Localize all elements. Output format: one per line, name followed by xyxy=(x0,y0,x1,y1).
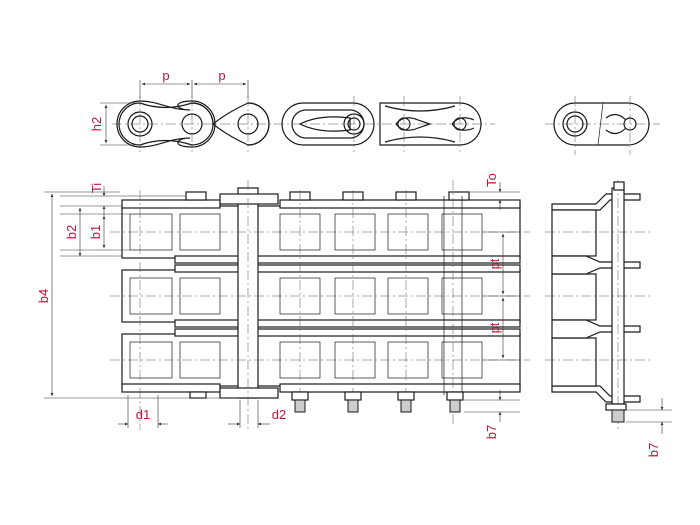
b4-label: b4 xyxy=(36,289,51,303)
pt-label-2: pt xyxy=(487,322,502,333)
b2-label: b2 xyxy=(64,225,79,239)
b7-label-side: b7 xyxy=(646,443,661,457)
ti-label: Ti xyxy=(89,183,104,193)
pt-label-1: pt xyxy=(487,258,502,269)
b1-label: b1 xyxy=(88,225,103,239)
b7-label-main: b7 xyxy=(484,425,499,439)
h2-label: h2 xyxy=(89,117,104,131)
d2-label: d2 xyxy=(272,407,286,422)
pitch-label-1: p xyxy=(162,68,169,83)
to-label: To xyxy=(484,173,499,187)
chain-end-view-top xyxy=(545,96,660,155)
d1-label: d1 xyxy=(136,407,150,422)
pitch-label-2: p xyxy=(218,68,225,83)
chain-end-view-triplex xyxy=(545,180,672,434)
chain-side-view xyxy=(100,80,495,152)
chain-plan-view xyxy=(44,180,530,430)
